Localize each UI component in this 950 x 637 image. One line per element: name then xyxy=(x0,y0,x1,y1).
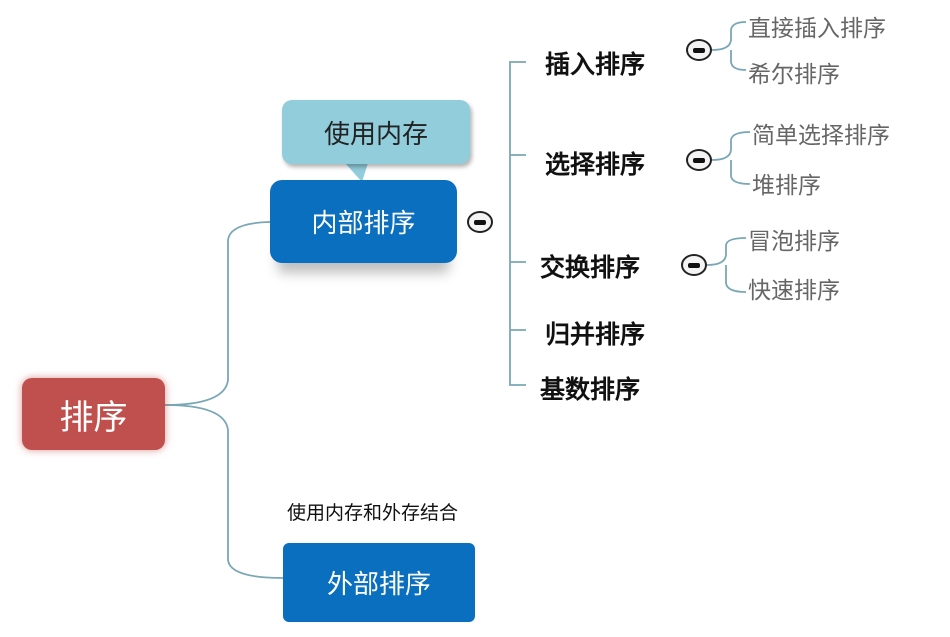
connector-insert-leaves xyxy=(711,21,747,71)
leaf-node[interactable]: 简单选择排序 xyxy=(752,123,890,149)
connector-root-external xyxy=(164,404,284,579)
internal-callout: 使用内存 xyxy=(282,100,470,164)
collapse-icon[interactable] xyxy=(681,254,707,276)
leaf-node[interactable]: 冒泡排序 xyxy=(748,229,840,255)
connector-root-internal xyxy=(164,221,271,406)
external-sort-node[interactable]: 外部排序 xyxy=(283,543,475,622)
collapse-icon[interactable] xyxy=(686,39,712,61)
connector-swap-leaves xyxy=(706,237,747,293)
internal-sort-node[interactable]: 内部排序 xyxy=(270,180,457,263)
child-node-radix[interactable]: 基数排序 xyxy=(540,375,641,404)
external-note: 使用内存和外存结合 xyxy=(287,502,459,524)
leaf-node[interactable]: 直接插入排序 xyxy=(748,16,886,42)
collapse-icon[interactable] xyxy=(467,211,493,233)
leaf-node[interactable]: 希尔排序 xyxy=(748,62,840,88)
root-node[interactable]: 排序 xyxy=(22,378,165,450)
child-node-swap[interactable]: 交换排序 xyxy=(540,253,641,282)
connector-select-leaves xyxy=(711,131,751,185)
callout-tail xyxy=(345,163,368,182)
collapse-icon[interactable] xyxy=(686,149,712,171)
leaf-node[interactable]: 堆排序 xyxy=(752,173,821,199)
child-node-insert[interactable]: 插入排序 xyxy=(545,50,646,79)
child-node-merge[interactable]: 归并排序 xyxy=(545,320,646,349)
child-node-select[interactable]: 选择排序 xyxy=(545,150,646,179)
connector-internal-children xyxy=(509,61,526,386)
leaf-node[interactable]: 快速排序 xyxy=(748,278,840,304)
